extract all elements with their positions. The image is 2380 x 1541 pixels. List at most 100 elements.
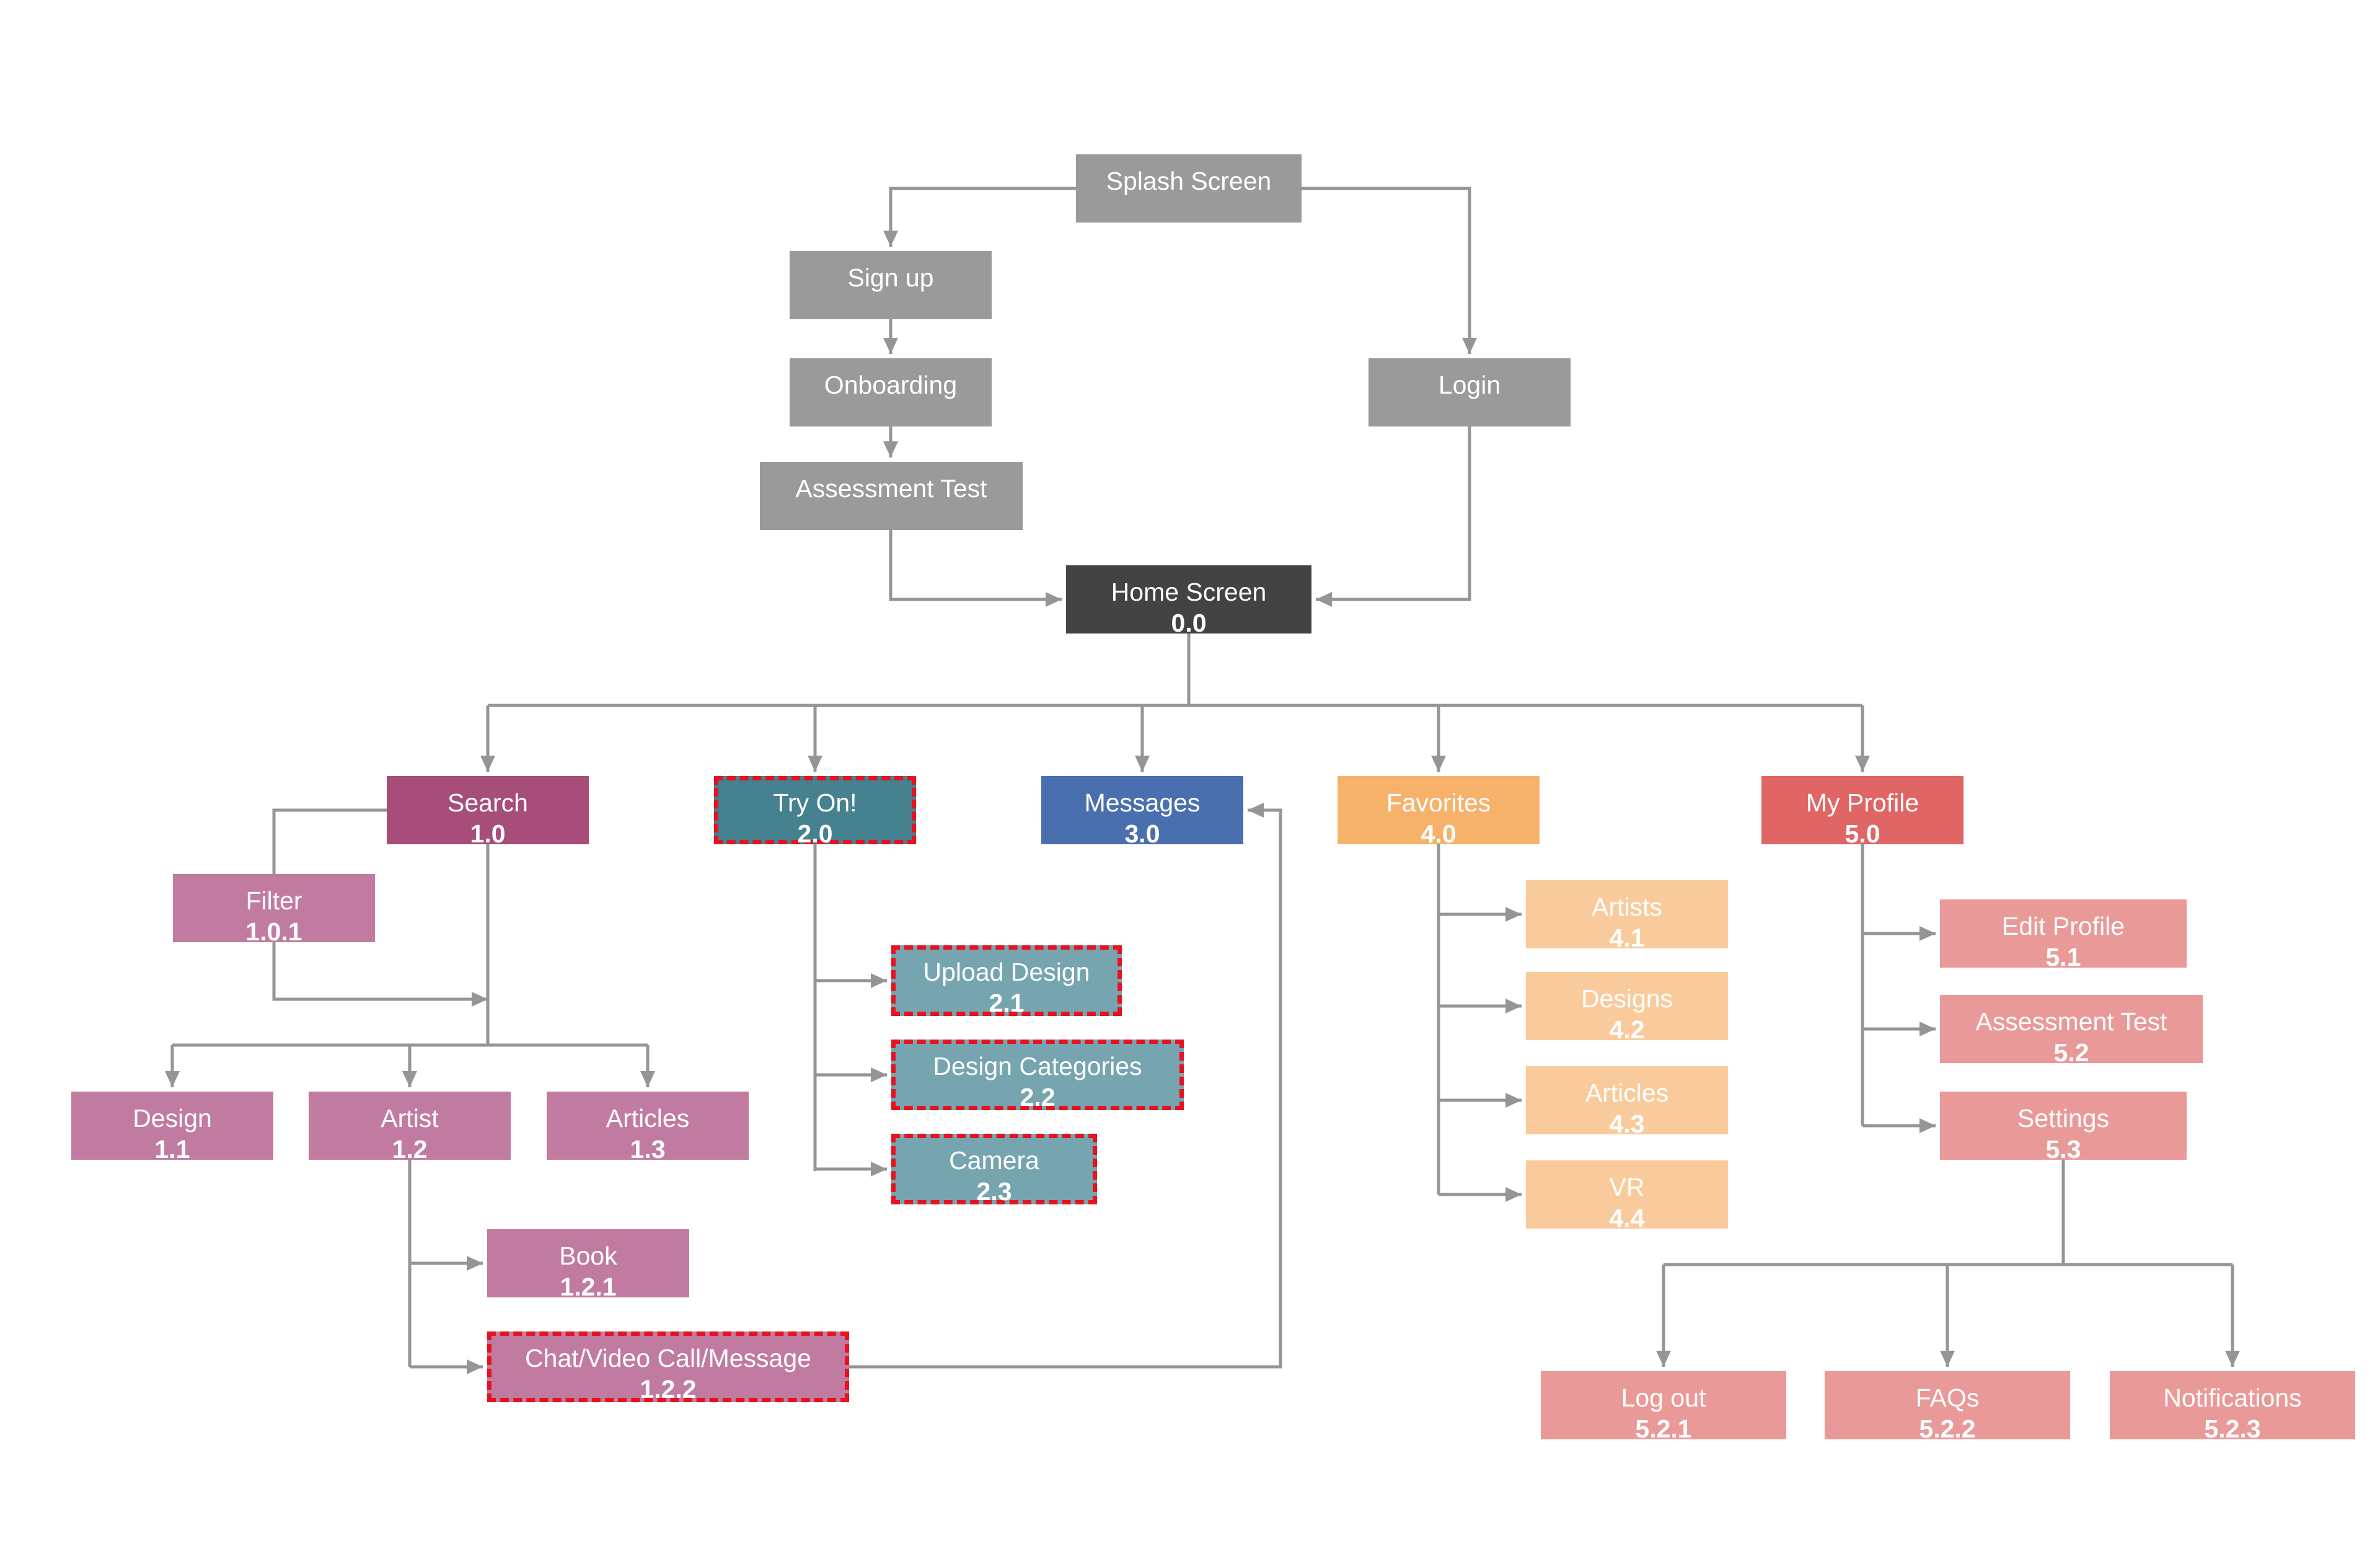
node-notifications[interactable]: Notifications 5.2.3	[2110, 1371, 2355, 1443]
node-label: Try On!	[773, 788, 857, 817]
node-label: Design Categories	[933, 1052, 1142, 1080]
arrowhead-artist-to-book	[467, 1256, 483, 1271]
node-label: Log out	[1621, 1384, 1706, 1412]
node-label: Articles	[606, 1104, 690, 1133]
arrowhead-splash-to-signup	[883, 231, 898, 247]
node-code: 5.0	[1844, 819, 1880, 848]
node-code: 1.3	[630, 1135, 666, 1163]
node-label: Artists	[1592, 893, 1662, 921]
node-profile-assessment-test[interactable]: Assessment Test 5.2	[1940, 995, 2203, 1067]
node-fav-articles[interactable]: Articles 4.3	[1526, 1066, 1728, 1138]
node-label: Favorites	[1386, 788, 1491, 817]
arrowhead-onboarding-to-assessment	[883, 441, 898, 457]
node-fav-artists[interactable]: Artists 4.1	[1526, 880, 1728, 952]
node-label: Book	[559, 1242, 617, 1270]
node-favorites[interactable]: Favorites 4.0	[1338, 776, 1540, 848]
node-home-screen[interactable]: Home Screen 0.0	[1066, 565, 1311, 637]
node-faqs[interactable]: FAQs 5.2.2	[1825, 1371, 2070, 1443]
connector-splash-to-signup	[889, 187, 1076, 247]
arrowhead-signup-to-onboarding	[883, 338, 898, 354]
node-code: 5.2	[2053, 1038, 2089, 1067]
arrowhead-fav-to-artists	[1505, 907, 1522, 922]
node-code: 1.2	[392, 1135, 428, 1163]
arrowhead-bus-to-tryon	[808, 756, 822, 772]
node-camera[interactable]: Camera 2.3	[891, 1134, 1097, 1206]
node-code: 2.1	[989, 989, 1025, 1017]
node-code: 0.0	[1171, 609, 1207, 637]
node-splash-screen[interactable]: Splash Screen	[1076, 154, 1302, 223]
node-edit-profile[interactable]: Edit Profile 5.1	[1940, 899, 2187, 971]
node-label: Filter	[245, 886, 302, 915]
node-code: 4.1	[1609, 924, 1645, 952]
arrowhead-fav-to-designs	[1505, 999, 1522, 1013]
node-label: Notifications	[2163, 1384, 2302, 1412]
node-code: 5.3	[2045, 1135, 2081, 1163]
arrowhead-fav-to-articles	[1505, 1093, 1522, 1108]
node-label: Settings	[2017, 1104, 2110, 1133]
arrowhead-fav-to-vr	[1505, 1187, 1522, 1202]
node-articles[interactable]: Articles 1.3	[547, 1092, 749, 1163]
arrowhead-bus-to-articles	[640, 1071, 655, 1087]
connector-login-to-home	[1316, 426, 1471, 601]
node-code: 2.3	[976, 1177, 1012, 1206]
arrowhead-bus-to-favorites	[1431, 756, 1446, 772]
arrowhead-bus-to-search	[480, 756, 495, 772]
node-design-categories[interactable]: Design Categories 2.2	[891, 1040, 1184, 1111]
node-label: Search	[447, 788, 528, 817]
node-label: Design	[133, 1104, 212, 1133]
node-try-on[interactable]: Try On! 2.0	[714, 776, 916, 848]
node-code: 2.2	[1020, 1083, 1056, 1111]
arrowhead-bus-to-faqs	[1940, 1351, 1955, 1367]
node-filter[interactable]: Filter 1.0.1	[173, 874, 375, 946]
node-login[interactable]: Login	[1368, 358, 1571, 426]
node-code: 1.0	[470, 819, 506, 848]
node-fav-designs[interactable]: Designs 4.2	[1526, 972, 1728, 1044]
node-artist[interactable]: Artist 1.2	[309, 1092, 511, 1163]
node-code: 4.2	[1609, 1015, 1645, 1044]
arrowhead-bus-to-profile	[1855, 756, 1870, 772]
node-book[interactable]: Book 1.2.1	[487, 1229, 689, 1301]
node-label: Edit Profile	[2001, 912, 2125, 940]
arrowhead-bus-to-design	[165, 1071, 180, 1087]
arrowhead-bus-to-messages	[1135, 756, 1150, 772]
node-my-profile[interactable]: My Profile 5.0	[1761, 776, 1963, 848]
node-label: Artist	[381, 1104, 439, 1133]
node-label: Home Screen	[1111, 578, 1267, 606]
arrowhead-profile-to-settings	[1919, 1118, 1936, 1133]
node-label: Assessment Test	[1975, 1007, 2167, 1036]
node-assessment-test[interactable]: Assessment Test	[760, 462, 1023, 530]
arrowhead-login-to-home	[1316, 592, 1332, 607]
node-sign-up[interactable]: Sign up	[790, 251, 992, 319]
node-upload-design[interactable]: Upload Design 2.1	[891, 945, 1122, 1017]
arrowhead-splash-to-login	[1462, 338, 1477, 354]
node-settings[interactable]: Settings 5.3	[1940, 1092, 2187, 1163]
arrowhead-assessment-to-home	[1046, 592, 1062, 607]
node-code: 4.4	[1609, 1204, 1645, 1232]
connector-search-to-filter	[272, 808, 387, 874]
node-label: Assessment Test	[795, 474, 987, 503]
arrowhead-bus-to-artist	[402, 1071, 417, 1087]
node-label: Designs	[1580, 984, 1673, 1013]
node-label: Camera	[949, 1146, 1039, 1175]
node-search[interactable]: Search 1.0	[387, 776, 589, 848]
node-design[interactable]: Design 1.1	[71, 1092, 273, 1163]
arrowhead-tryon-to-camera	[871, 1162, 887, 1177]
node-onboarding[interactable]: Onboarding	[790, 358, 992, 426]
node-label: VR	[1609, 1173, 1645, 1201]
node-messages[interactable]: Messages 3.0	[1041, 776, 1243, 848]
connector-chat-to-messages	[849, 808, 1282, 1369]
node-label: Upload Design	[923, 958, 1090, 986]
arrowhead-chat-to-messages	[1248, 803, 1264, 818]
node-log-out[interactable]: Log out 5.2.1	[1541, 1371, 1786, 1443]
node-code: 5.2.1	[1635, 1415, 1692, 1443]
arrowhead-filter-return	[472, 992, 488, 1007]
node-chat-video-call-message[interactable]: Chat/Video Call/Message 1.2.2	[487, 1331, 849, 1403]
node-fav-vr[interactable]: VR 4.4	[1526, 1160, 1728, 1232]
node-label: Sign up	[847, 263, 934, 292]
node-label: Articles	[1585, 1079, 1669, 1107]
arrowhead-profile-to-edit	[1919, 926, 1936, 941]
node-code: 4.3	[1609, 1110, 1645, 1138]
node-code: 5.1	[2045, 943, 2081, 971]
